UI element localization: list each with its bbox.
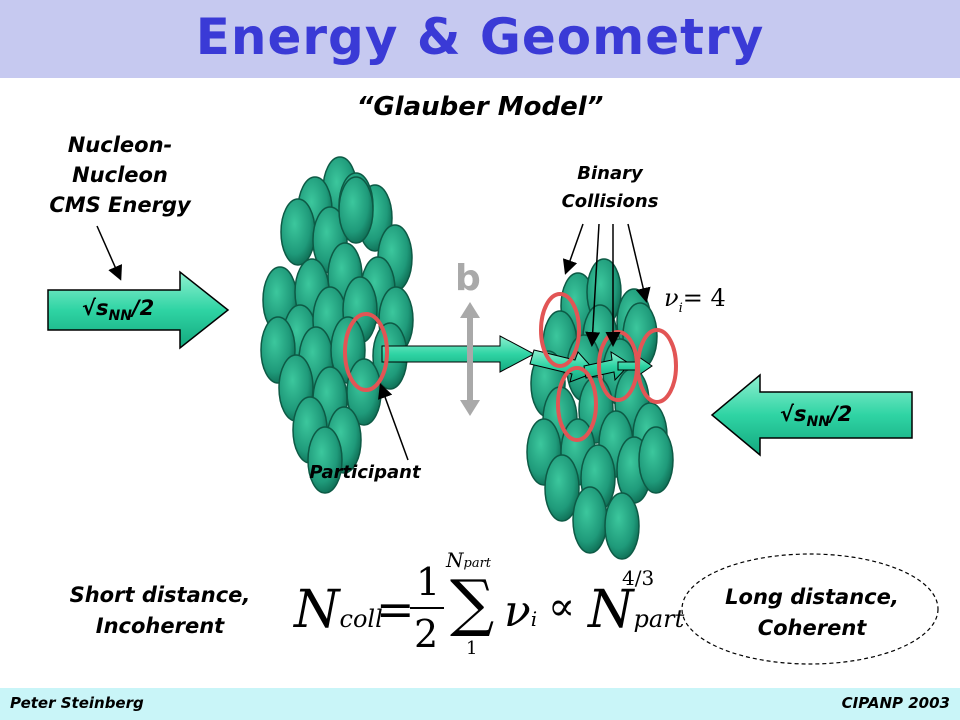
nn-pointer-arrow [96, 225, 123, 281]
footer-bar [0, 688, 960, 720]
sqrt-s-left: √sNN/2 [82, 296, 155, 325]
fraction-numerator: 1 [416, 560, 441, 604]
slide-title: Energy & Geometry [195, 8, 765, 66]
binary-highlight-1 [539, 292, 581, 368]
binary-highlight-4 [636, 328, 678, 404]
sum-symbol: ∑ [450, 566, 495, 639]
nucleon [280, 198, 316, 266]
binary-line-2: Collisions [561, 191, 659, 212]
equals-sign: = [376, 582, 415, 636]
right-energy-arrow [710, 373, 913, 457]
nn-line-3: CMS Energy [49, 193, 191, 217]
left-energy-arrow [47, 270, 230, 350]
nu-i-sum-term: νi [504, 586, 538, 637]
nucleon [544, 454, 580, 522]
npart-symbol: Npart [588, 580, 685, 640]
nn-line-1: Nucleon- [67, 133, 173, 157]
impact-parameter-arrow [460, 302, 480, 416]
binary-pointer-2 [585, 223, 601, 347]
ncoll-symbol: Ncoll [294, 580, 383, 640]
binary-collisions-label: Binary Collisions [520, 160, 700, 216]
footer-conference: CIPANP 2003 [841, 694, 950, 712]
long-line-1: Long distance, [725, 585, 899, 609]
nucleon [338, 176, 374, 244]
impact-parameter-b: b [455, 258, 481, 299]
participant-path-arrow [381, 335, 536, 373]
short-line-1: Short distance, [69, 583, 251, 607]
nucleon [572, 486, 608, 554]
long-distance-label: Long distance, Coherent [692, 582, 932, 644]
subtitle: “Glauber Model” [356, 92, 604, 122]
left-nucleus [260, 156, 414, 494]
participant-highlight-left [343, 312, 389, 392]
long-line-2: Coherent [757, 616, 867, 640]
nucleon [638, 426, 674, 494]
participant-pointer-arrow [378, 383, 409, 461]
nucleon [307, 426, 343, 494]
binary-pointer-1 [562, 223, 584, 275]
proportional-symbol: ∝ [548, 584, 576, 630]
binary-pointer-4 [627, 223, 651, 303]
fraction-denominator: 2 [414, 612, 439, 656]
binary-line-1: Binary [577, 163, 643, 184]
nucleon-nucleon-label: Nucleon- Nucleon CMS Energy [20, 130, 220, 220]
nucleon [604, 492, 640, 560]
sum-lower-limit: 1 [466, 638, 478, 659]
binary-highlight-2 [556, 366, 598, 442]
sqrt-s-right: √sNN/2 [780, 402, 853, 431]
title-bar [0, 0, 960, 78]
nn-line-2: Nucleon [72, 163, 168, 187]
long-distance-ellipse [681, 553, 939, 665]
footer-author: Peter Steinberg [10, 694, 144, 712]
short-distance-label: Short distance, Incoherent [30, 580, 290, 642]
sum-upper-limit: Npart [446, 548, 492, 572]
npart-exponent: 4/3 [622, 566, 655, 590]
participant-label: Participant [309, 462, 421, 483]
short-line-2: Incoherent [95, 614, 225, 638]
nu-i-equation: νi= 4 [664, 284, 726, 316]
